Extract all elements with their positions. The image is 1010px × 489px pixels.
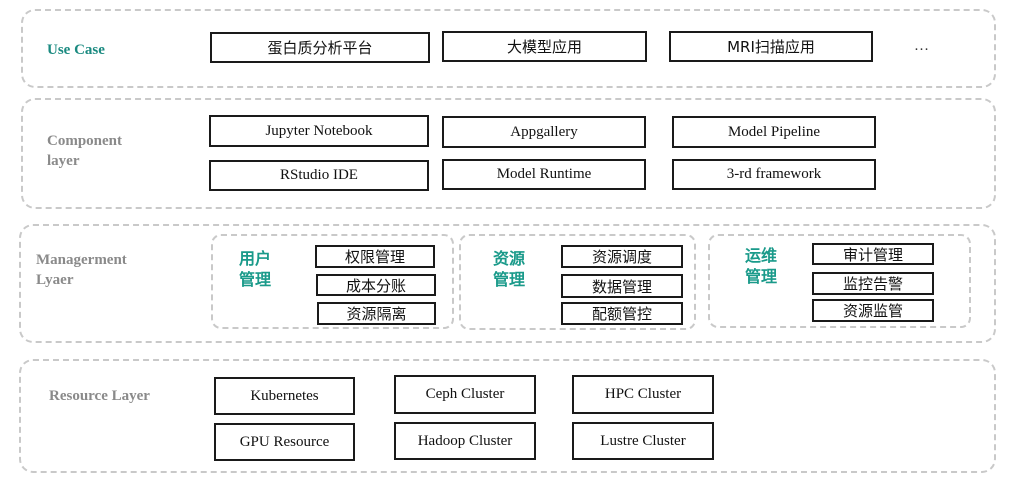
component-model-pipeline: Model Pipeline xyxy=(672,116,876,148)
use-case-layer xyxy=(21,9,996,88)
use-case-llm-app: 大模型应用 xyxy=(442,31,647,62)
use-case-protein-platform: 蛋白质分析平台 xyxy=(210,32,430,63)
monitoring-alerting: 监控告警 xyxy=(812,272,934,295)
resource-kubernetes: Kubernetes xyxy=(214,377,355,415)
component-label: Component layer xyxy=(47,133,123,169)
component-rstudio-ide: RStudio IDE xyxy=(209,160,429,191)
user-management-title: 用户 管理 xyxy=(238,249,271,289)
resource-ceph-cluster: Ceph Cluster xyxy=(394,375,536,414)
management-label: Managerment Lyaer xyxy=(36,252,127,288)
resource-supervision: 资源监管 xyxy=(812,299,934,322)
use-case-label: Use Case xyxy=(47,42,105,58)
data-management: 数据管理 xyxy=(561,274,683,298)
resource-layer xyxy=(19,359,996,473)
resource-management-title: 资源 管理 xyxy=(492,249,525,289)
ops-management-group xyxy=(708,234,971,328)
resource-scheduling: 资源调度 xyxy=(561,245,683,268)
component-3rd-framework: 3-rd framework xyxy=(672,159,876,190)
use-case-mri-app: MRI扫描应用 xyxy=(669,31,873,62)
permission-management: 权限管理 xyxy=(315,245,435,268)
ops-management-title: 运维 管理 xyxy=(744,246,777,286)
resource-lustre-cluster: Lustre Cluster xyxy=(572,422,714,460)
resource-label: Resource Layer xyxy=(49,388,150,404)
component-layer xyxy=(21,98,996,209)
resource-hpc-cluster: HPC Cluster xyxy=(572,375,714,414)
quota-control: 配额管控 xyxy=(561,302,683,325)
user-management-group xyxy=(211,234,454,329)
audit-management: 审计管理 xyxy=(812,243,934,265)
component-model-runtime: Model Runtime xyxy=(442,159,646,190)
component-appgallery: Appgallery xyxy=(442,116,646,148)
resource-hadoop-cluster: Hadoop Cluster xyxy=(394,422,536,460)
use-case-more: … xyxy=(914,38,929,54)
component-jupyter-notebook: Jupyter Notebook xyxy=(209,115,429,147)
cost-allocation: 成本分账 xyxy=(316,274,436,296)
resource-management-group xyxy=(459,234,696,330)
resource-gpu: GPU Resource xyxy=(214,423,355,461)
resource-isolation: 资源隔离 xyxy=(317,302,436,325)
management-layer xyxy=(19,224,996,343)
